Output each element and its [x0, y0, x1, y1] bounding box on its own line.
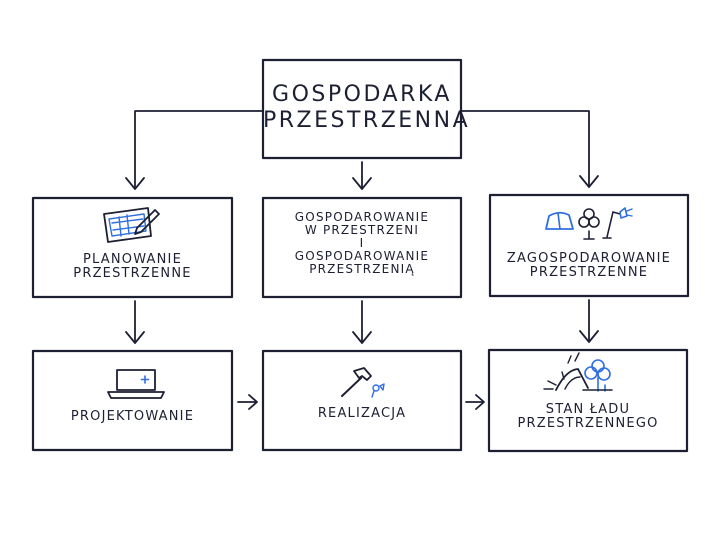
label-gospodarowanie-line5: PRZESTRZENIĄ — [309, 261, 415, 276]
landscape-icon — [543, 352, 613, 392]
label-stan-ladu: STAN ŁADU PRZESTRZENNEGO — [489, 403, 687, 430]
box-gospodarowanie — [261, 196, 463, 299]
label-gospodarowanie-line4: GOSPODAROWANIE — [294, 248, 430, 263]
box-stan-ladu — [487, 348, 689, 453]
arrowhead-top-to-left — [125, 177, 145, 190]
connector-top-to-left — [134, 110, 264, 189]
label-realizacja: REALIZACJA — [263, 407, 461, 421]
laptop-icon — [107, 369, 165, 399]
arrowhead-projektowanie-to-realizacja — [248, 394, 258, 410]
box-planowanie-przestrzenne — [31, 196, 234, 299]
label-planowanie-line2: PRZESTRZENNE — [73, 265, 192, 281]
label-planowanie-line1: PLANOWANIE — [82, 252, 183, 267]
box-zagospodarowanie — [488, 193, 690, 298]
label-projektowanie: PROJEKTOWANIE — [33, 410, 232, 424]
label-stan-ladu-line2: PRZESTRZENNEGO — [517, 415, 659, 431]
development-objects-icon — [545, 207, 633, 240]
label-gospodarka-przestrzenna: GOSPODARKA PRZESTRZENNA — [263, 82, 471, 135]
label-gospodarowanie: GOSPODAROWANIE W PRZESTRZENI I GOSPODARO… — [263, 211, 461, 276]
label-stan-ladu-line1: STAN ŁADU — [545, 402, 631, 417]
label-gospodarka-line2: PRZESTRZENNA — [263, 108, 471, 134]
arrowhead-realizacja-to-stan — [475, 394, 485, 410]
planning-tablet-icon — [103, 207, 160, 243]
label-zagospodarowanie-line1: ZAGOSPODAROWANIE — [506, 251, 672, 266]
label-planowanie-przestrzenne: PLANOWANIE PRZESTRZENNE — [33, 253, 232, 280]
arrowhead-left-down — [125, 331, 145, 344]
box-gospodarka-przestrzenna — [261, 58, 463, 160]
label-projektowanie-line1: PROJEKTOWANIE — [70, 409, 195, 424]
box-projektowanie — [31, 349, 234, 452]
label-zagospodarowanie: ZAGOSPODAROWANIE PRZESTRZENNE — [490, 252, 688, 279]
arrowhead-top-to-center — [352, 177, 372, 190]
label-zagospodarowanie-line2: PRZESTRZENNE — [529, 264, 649, 280]
label-gospodarowanie-line3: I — [359, 235, 365, 250]
label-realizacja-line1: REALIZACJA — [317, 406, 407, 421]
arrowhead-center-down — [352, 331, 372, 344]
box-realizacja — [261, 349, 463, 452]
hammer-icon — [341, 367, 385, 398]
label-gospodarowanie-line1: GOSPODAROWANIE — [294, 210, 430, 224]
arrowhead-right-down — [579, 330, 599, 343]
label-gospodarowanie-line2: W PRZESTRZENI — [304, 222, 420, 237]
connector-top-to-right — [460, 110, 590, 187]
label-gospodarka-line1: GOSPODARKA — [272, 82, 452, 107]
arrowhead-top-to-right — [579, 175, 599, 188]
